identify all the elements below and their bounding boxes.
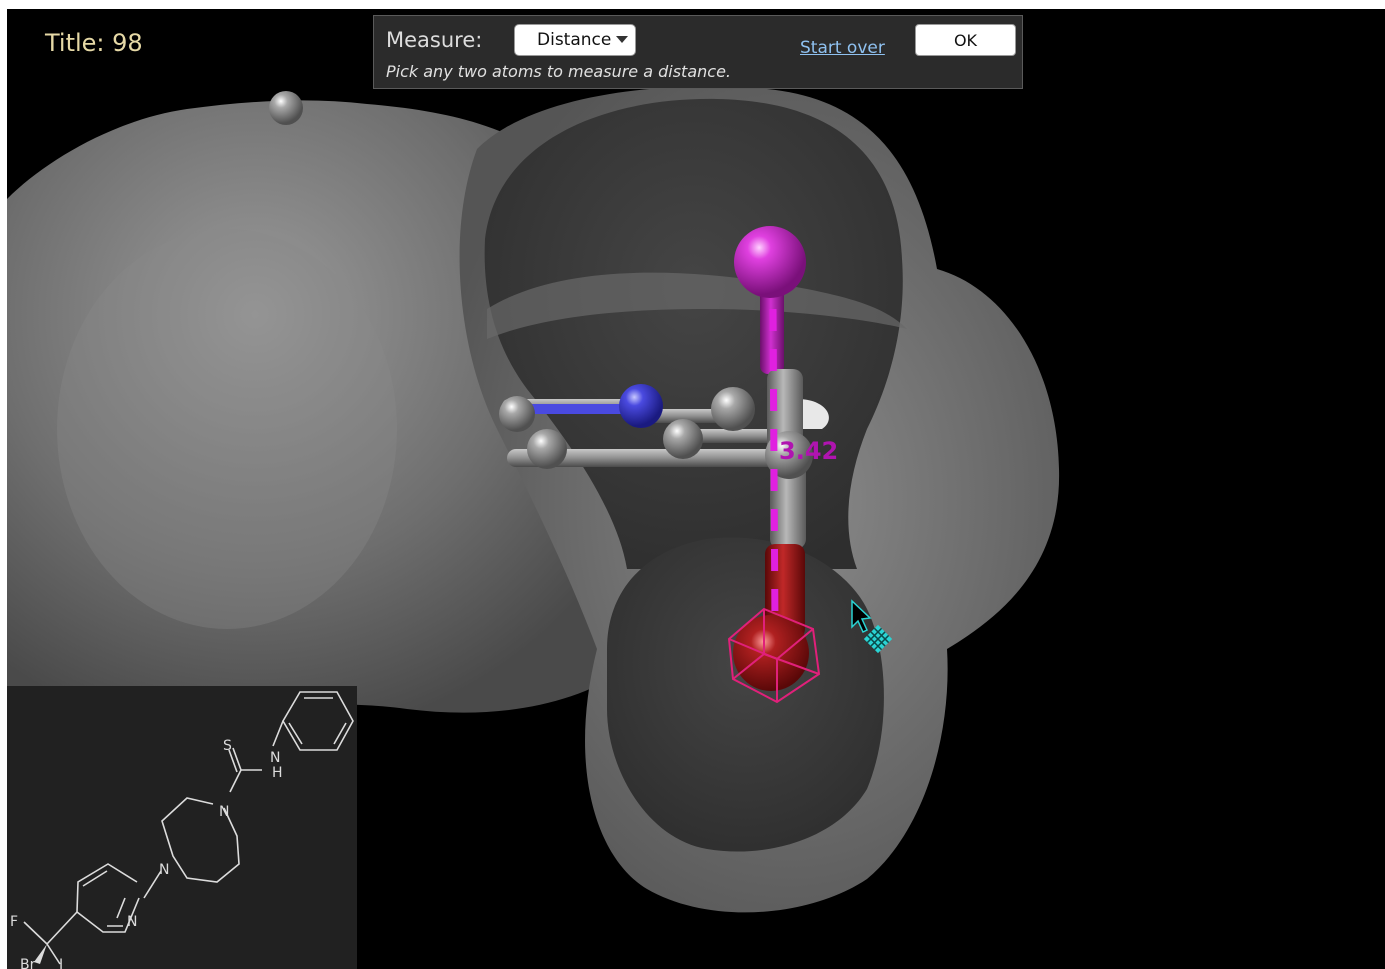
measure-toolbar: Measure: Distance Pick any two atoms to … (373, 15, 1023, 89)
molecule-viewer-canvas[interactable]: 3.42 Title: 98 Measure: Distance Pick an… (7, 9, 1385, 969)
atom-label-iodine: I (59, 957, 63, 969)
measure-label: Measure: (386, 28, 483, 52)
atom-label-diazepane-n1: N (219, 804, 229, 820)
bromine-atom[interactable] (733, 615, 809, 691)
atom-label-bromine: Br (20, 957, 36, 969)
mouse-cursor-icon (851, 599, 893, 654)
distance-measure-line (769, 308, 779, 628)
structure-title: Title: 98 (45, 29, 143, 57)
surface-left-shade (57, 229, 397, 629)
selection-cube (727, 607, 821, 704)
carbon-atom-3[interactable] (711, 387, 755, 431)
measure-hint: Pick any two atoms to measure a distance… (386, 62, 731, 81)
surface-cavity-bottom (607, 537, 884, 852)
measure-mode-dropdown[interactable]: Distance (514, 24, 636, 56)
carbon-atom-2[interactable] (527, 429, 567, 469)
iodine-atom[interactable] (734, 226, 806, 298)
hydrogen-atom-top[interactable] (269, 91, 303, 125)
atom-label-fluorine: F (10, 914, 18, 930)
surface-cavity-ridge (487, 272, 907, 339)
atom-label-nh-n: N (270, 750, 280, 766)
start-over-link[interactable]: Start over (800, 38, 885, 58)
hydrogen-atom-right[interactable] (797, 399, 829, 429)
atom-label-sulfur: S (223, 738, 232, 754)
diazepane-ring (161, 797, 240, 883)
nitrogen-atom[interactable] (619, 384, 663, 428)
stereo-wedge (34, 944, 47, 964)
structure-2d-drawing: S N H N N N F Br I (10, 691, 354, 969)
bond-n-c (527, 404, 637, 414)
carbon-atom-4[interactable] (663, 419, 703, 459)
measure-mode-value: Distance (537, 30, 612, 50)
atom-label-nh-h: H (272, 765, 283, 781)
phenyl-ring (282, 691, 354, 751)
distance-label: 3.42 (779, 437, 838, 465)
bond-ring-2 (507, 449, 787, 467)
atom-label-diazepane-n2: N (159, 862, 169, 878)
atom-label-pyridine-n: N (127, 914, 137, 930)
bond-bromine-upper (770, 459, 806, 549)
chevron-down-icon (616, 36, 628, 43)
carbon-atom-1[interactable] (499, 396, 535, 432)
structure-2d-panel: S N H N N N F Br I (7, 686, 357, 969)
molecular-scene[interactable]: 3.42 (7, 9, 1385, 969)
ok-button[interactable]: OK (915, 24, 1016, 56)
bond-ring-4 (687, 429, 787, 443)
